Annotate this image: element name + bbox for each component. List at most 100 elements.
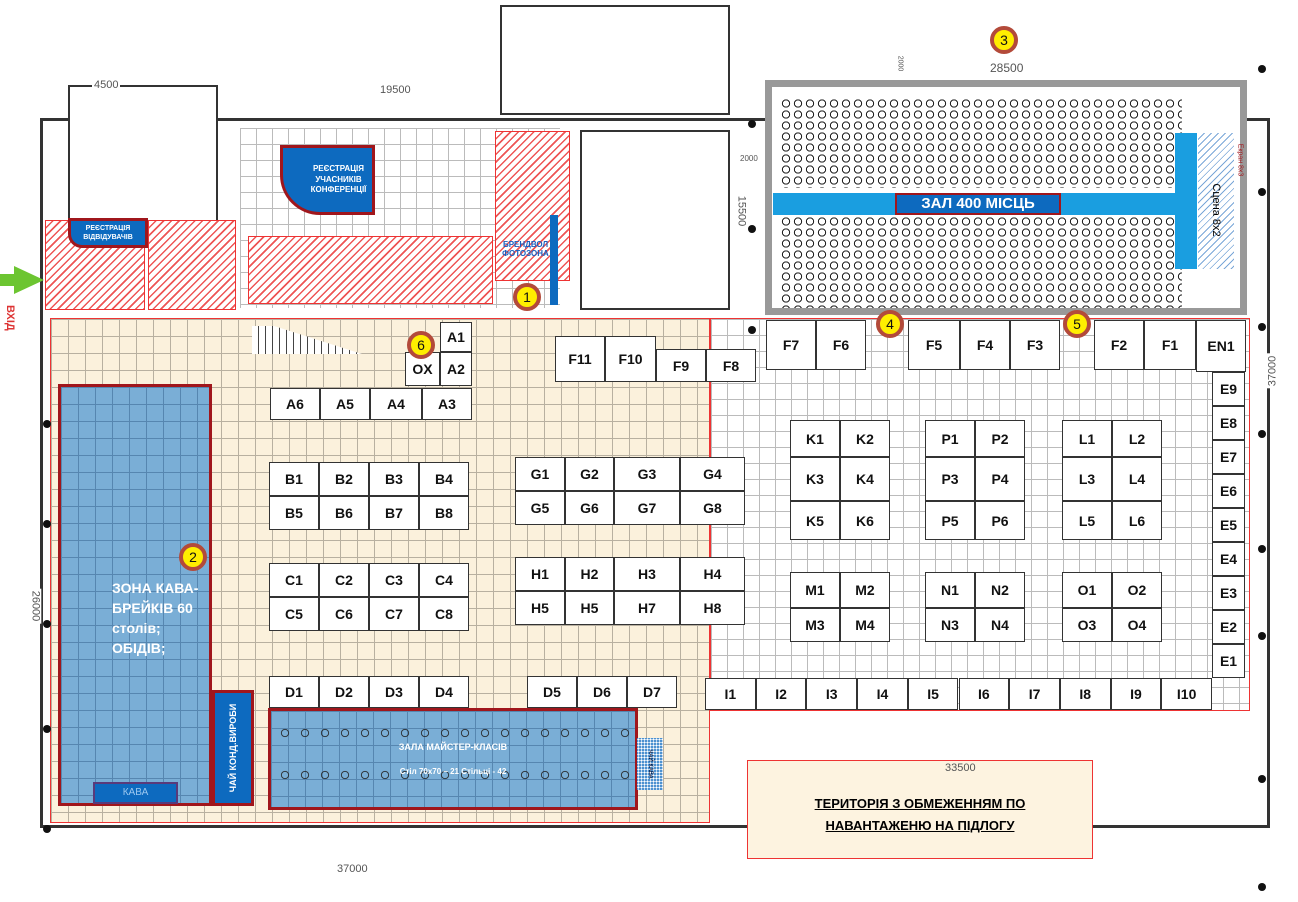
booth-i4[interactable]: I4	[857, 678, 908, 710]
booth-en1[interactable]: EN1	[1196, 320, 1246, 372]
booth-d3[interactable]: D3	[369, 676, 419, 708]
booth-c5[interactable]: C5	[269, 597, 319, 631]
booth-o1[interactable]: O1	[1062, 572, 1112, 608]
booth-c3[interactable]: C3	[369, 563, 419, 597]
booth-m1[interactable]: M1	[790, 572, 840, 608]
booth-ox[interactable]: OX	[405, 352, 440, 386]
booth-h3[interactable]: H3	[614, 557, 680, 591]
booth-i6[interactable]: I6	[958, 678, 1010, 710]
booth-o3[interactable]: O3	[1062, 608, 1112, 642]
booth-b6[interactable]: B6	[319, 496, 369, 530]
booth-i5[interactable]: I5	[907, 678, 959, 710]
booth-a1[interactable]: A1	[440, 322, 472, 352]
booth-g1[interactable]: G1	[515, 457, 565, 491]
booth-c7[interactable]: C7	[369, 597, 419, 631]
booth-h8[interactable]: H8	[680, 591, 745, 625]
booth-a2[interactable]: A2	[440, 352, 472, 386]
booth-f6[interactable]: F6	[816, 320, 866, 370]
booth-p1[interactable]: P1	[925, 420, 975, 457]
booth-f7[interactable]: F7	[766, 320, 816, 370]
booth-h5[interactable]: H5	[565, 591, 614, 625]
booth-f1[interactable]: F1	[1144, 320, 1196, 370]
booth-l1[interactable]: L1	[1062, 420, 1112, 457]
booth-b8[interactable]: B8	[419, 496, 469, 530]
booth-i2[interactable]: I2	[755, 678, 807, 710]
booth-p2[interactable]: P2	[975, 420, 1025, 457]
booth-b5[interactable]: B5	[269, 496, 319, 530]
booth-i8[interactable]: I8	[1059, 678, 1111, 710]
booth-o4[interactable]: O4	[1112, 608, 1162, 642]
booth-f11[interactable]: F11	[555, 336, 605, 382]
booth-g8[interactable]: G8	[680, 491, 745, 525]
booth-a5[interactable]: A5	[320, 388, 370, 420]
booth-b2[interactable]: B2	[319, 462, 369, 496]
booth-a4[interactable]: A4	[370, 388, 422, 420]
booth-m4[interactable]: M4	[840, 608, 890, 642]
booth-d1[interactable]: D1	[269, 676, 319, 708]
booth-h5[interactable]: H5	[515, 591, 565, 625]
booth-e4[interactable]: E4	[1212, 542, 1245, 576]
booth-g4[interactable]: G4	[680, 457, 745, 491]
booth-e9[interactable]: E9	[1212, 372, 1245, 406]
booth-k6[interactable]: K6	[840, 501, 890, 540]
booth-f4[interactable]: F4	[960, 320, 1010, 370]
booth-b4[interactable]: B4	[419, 462, 469, 496]
booth-h4[interactable]: H4	[680, 557, 745, 591]
booth-c1[interactable]: C1	[269, 563, 319, 597]
booth-e3[interactable]: E3	[1212, 576, 1245, 610]
booth-b1[interactable]: B1	[269, 462, 319, 496]
booth-l6[interactable]: L6	[1112, 501, 1162, 540]
booth-d2[interactable]: D2	[319, 676, 369, 708]
booth-e7[interactable]: E7	[1212, 440, 1245, 474]
booth-l5[interactable]: L5	[1062, 501, 1112, 540]
booth-h2[interactable]: H2	[565, 557, 614, 591]
booth-b3[interactable]: B3	[369, 462, 419, 496]
booth-k4[interactable]: K4	[840, 457, 890, 501]
booth-i1[interactable]: I1	[705, 678, 756, 710]
booth-c6[interactable]: C6	[319, 597, 369, 631]
booth-d7[interactable]: D7	[627, 676, 677, 708]
booth-g5[interactable]: G5	[515, 491, 565, 525]
booth-p6[interactable]: P6	[975, 501, 1025, 540]
booth-g2[interactable]: G2	[565, 457, 614, 491]
booth-c8[interactable]: C8	[419, 597, 469, 631]
booth-f9[interactable]: F9	[656, 349, 706, 382]
booth-n1[interactable]: N1	[925, 572, 975, 608]
booth-p3[interactable]: P3	[925, 457, 975, 501]
booth-f5[interactable]: F5	[908, 320, 960, 370]
booth-n4[interactable]: N4	[975, 608, 1025, 642]
booth-c4[interactable]: C4	[419, 563, 469, 597]
booth-k1[interactable]: K1	[790, 420, 840, 457]
booth-p5[interactable]: P5	[925, 501, 975, 540]
booth-f3[interactable]: F3	[1010, 320, 1060, 370]
booth-n2[interactable]: N2	[975, 572, 1025, 608]
booth-f10[interactable]: F10	[605, 336, 656, 382]
booth-e1[interactable]: E1	[1212, 644, 1245, 678]
booth-d4[interactable]: D4	[419, 676, 469, 708]
booth-a6[interactable]: A6	[270, 388, 320, 420]
booth-m2[interactable]: M2	[840, 572, 890, 608]
booth-i10[interactable]: I10	[1161, 678, 1212, 710]
booth-m3[interactable]: M3	[790, 608, 840, 642]
booth-e5[interactable]: E5	[1212, 508, 1245, 542]
booth-f2[interactable]: F2	[1094, 320, 1144, 370]
booth-i3[interactable]: I3	[806, 678, 858, 710]
booth-p4[interactable]: P4	[975, 457, 1025, 501]
booth-i7[interactable]: I7	[1009, 678, 1060, 710]
booth-g6[interactable]: G6	[565, 491, 614, 525]
booth-i9[interactable]: I9	[1110, 678, 1162, 710]
booth-b7[interactable]: B7	[369, 496, 419, 530]
booth-k2[interactable]: K2	[840, 420, 890, 457]
booth-k5[interactable]: K5	[790, 501, 840, 540]
booth-l3[interactable]: L3	[1062, 457, 1112, 501]
booth-f8[interactable]: F8	[706, 349, 756, 382]
booth-c2[interactable]: C2	[319, 563, 369, 597]
booth-e8[interactable]: E8	[1212, 406, 1245, 440]
booth-l4[interactable]: L4	[1112, 457, 1162, 501]
booth-e6[interactable]: E6	[1212, 474, 1245, 508]
booth-d5[interactable]: D5	[527, 676, 577, 708]
booth-e2[interactable]: E2	[1212, 610, 1245, 644]
booth-o2[interactable]: O2	[1112, 572, 1162, 608]
booth-n3[interactable]: N3	[925, 608, 975, 642]
booth-g7[interactable]: G7	[614, 491, 680, 525]
